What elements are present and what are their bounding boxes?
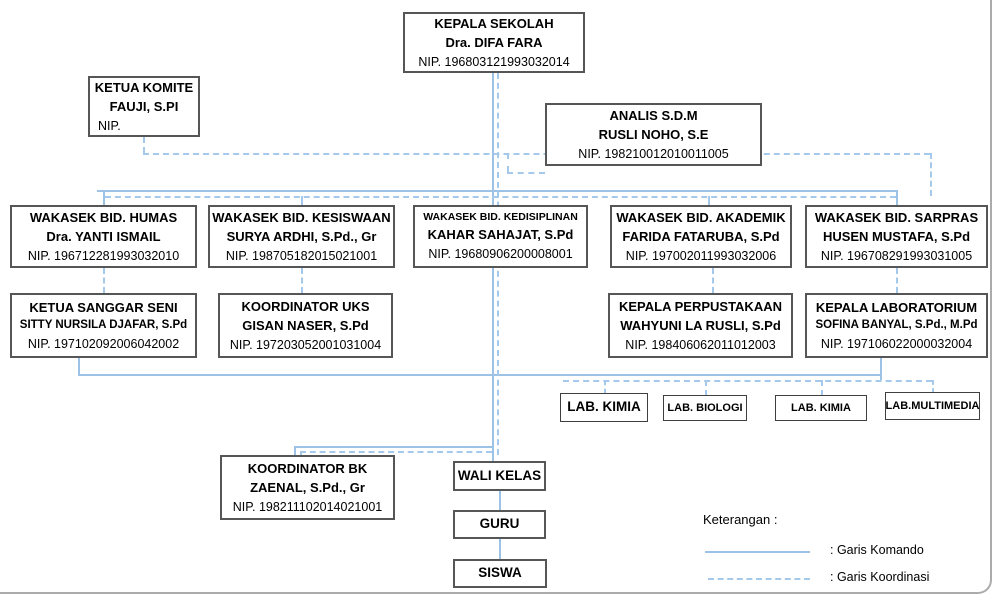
node-person-name: Dra. YANTI ISMAIL — [46, 229, 161, 245]
koordinasi-line — [708, 196, 710, 205]
node-person-name: SITTY NURSILA DJAFAR, S.Pd — [19, 319, 188, 332]
node-nip: NIP. 196803121993032014 — [418, 54, 570, 69]
node-title: WAKASEK BID. HUMAS — [29, 209, 178, 225]
node-lab-kimia-1: LAB. KIMIA — [560, 393, 648, 422]
komando-line — [896, 190, 898, 205]
node-kepala-laboratorium: KEPALA LABORATORIUM SOFINA BANYAL, S.Pd.… — [805, 293, 988, 358]
legend-koordinasi-line-swatch — [708, 578, 810, 580]
node-title: KETUA SANGGAR SENI — [29, 299, 178, 315]
koordinasi-line — [300, 451, 492, 453]
node-title: LAB.MULTIMEDIA — [885, 399, 980, 412]
node-person-name: FARIDA FATARUBA, S.Pd — [622, 229, 780, 245]
komando-line — [499, 539, 501, 559]
node-ketua-sanggar-seni: KETUA SANGGAR SENI SITTY NURSILA DJAFAR,… — [10, 293, 197, 358]
koordinasi-line — [105, 196, 896, 198]
koordinasi-line — [300, 451, 302, 456]
koordinasi-line — [507, 172, 545, 174]
node-koordinator-uks: KOORDINATOR UKS GISAN NASER, S.Pd NIP. 1… — [218, 293, 393, 358]
komando-line — [499, 491, 501, 510]
komando-line — [103, 190, 105, 205]
koordinasi-line — [896, 268, 898, 293]
node-nip: NIP. — [98, 118, 121, 133]
node-title: ANALIS S.D.M — [609, 107, 698, 123]
koordinasi-line — [604, 380, 606, 394]
node-title: KEPALA SEKOLAH — [434, 15, 554, 31]
node-siswa: SISWA — [453, 559, 547, 588]
komando-line — [880, 358, 882, 380]
node-kepala-perpustakaan: KEPALA PERPUSTAKAAN WAHYUNI LA RUSLI, S.… — [608, 293, 793, 358]
koordinasi-line — [930, 153, 932, 196]
node-nip: NIP. 198406062011012003 — [625, 337, 776, 352]
node-person-name: Dra. DIFA FARA — [445, 35, 543, 51]
node-person-name: WAHYUNI LA RUSLI, S.Pd — [620, 318, 781, 334]
node-person-name: FAUJI, S.PI — [109, 99, 179, 115]
node-kepala-sekolah: KEPALA SEKOLAH Dra. DIFA FARA NIP. 19680… — [403, 12, 585, 73]
node-title: KETUA KOMITE — [94, 79, 194, 95]
node-wali-kelas: WALI KELAS — [453, 461, 546, 491]
node-nip: NIP. 198211102014021001 — [232, 499, 383, 514]
legend-komando-line-swatch — [705, 551, 810, 553]
koordinasi-line — [143, 137, 145, 153]
node-person-name: SURYA ARDHI, S.Pd., Gr — [226, 229, 377, 245]
node-wakasek-kedisiplinan: WAKASEK BID. KEDISIPLINAN KAHAR SAHAJAT,… — [413, 205, 588, 268]
node-nip: NIP. 19680906200008001 — [428, 246, 573, 261]
legend-koordinasi-label: : Garis Koordinasi — [830, 570, 930, 584]
node-title: WAKASEK BID. KESISWAAN — [212, 209, 391, 225]
node-title: KOORDINATOR BK — [247, 460, 368, 476]
node-analis-sdm: ANALIS S.D.M RUSLI NOHO, S.E NIP. 198210… — [545, 103, 762, 166]
node-nip: NIP. 198705182015021001 — [225, 248, 378, 263]
node-title: LAB. KIMIA — [791, 401, 851, 414]
node-nip: NIP. 197002011993032006 — [625, 248, 777, 263]
node-ketua-komite: KETUA KOMITE FAUJI, S.PI NIP. — [88, 76, 200, 137]
node-title: KOORDINATOR UKS — [241, 298, 370, 314]
node-wakasek-kesiswaan: WAKASEK BID. KESISWAAN SURYA ARDHI, S.Pd… — [208, 205, 395, 268]
node-guru: GURU — [453, 510, 546, 539]
node-title: WAKASEK BID. AKADEMIK — [616, 209, 786, 225]
node-nip: NIP. 197106022000032004 — [820, 336, 973, 351]
node-person-name: HUSEN MUSTAFA, S.Pd — [822, 229, 971, 245]
node-person-name: RUSLI NOHO, S.E — [598, 127, 709, 143]
node-title: LAB. BIOLOGI — [667, 401, 743, 414]
node-person-name: SOFINA BANYAL, S.Pd., M.Pd — [815, 319, 978, 332]
node-nip: NIP. 197102092006042002 — [27, 336, 180, 351]
node-title: WALI KELAS — [457, 467, 542, 483]
koordinasi-line — [143, 153, 930, 155]
node-wakasek-humas: WAKASEK BID. HUMAS Dra. YANTI ISMAIL NIP… — [10, 205, 197, 268]
komando-line — [294, 446, 492, 448]
node-nip: NIP. 197203052001031004 — [229, 337, 382, 352]
node-lab-kimia-2: LAB. KIMIA — [775, 395, 867, 421]
koordinasi-line — [301, 268, 303, 293]
koordinasi-line — [301, 196, 303, 205]
node-person-name: KAHAR SAHAJAT, S.Pd — [427, 227, 574, 243]
legend-komando-label: : Garis Komando — [830, 543, 924, 557]
node-title: WAKASEK BID. KEDISIPLINAN — [423, 210, 578, 223]
node-title: WAKASEK BID. SARPRAS — [814, 209, 979, 225]
node-nip: NIP. 196708291993031005 — [820, 248, 973, 263]
node-title: SISWA — [478, 565, 522, 581]
node-nip: NIP. 196712281993032010 — [27, 248, 180, 263]
node-person-name: GISAN NASER, S.Pd — [242, 318, 369, 334]
node-wakasek-sarpras: WAKASEK BID. SARPRAS HUSEN MUSTAFA, S.Pd… — [805, 205, 988, 268]
node-lab-multimedia: LAB.MULTIMEDIA — [885, 392, 980, 420]
koordinasi-line — [821, 380, 823, 396]
komando-line — [78, 374, 880, 376]
node-title: KEPALA PERPUSTAKAAN — [619, 298, 782, 314]
koordinasi-line — [705, 380, 707, 396]
node-person-name: ZAENAL, S.Pd., Gr — [250, 480, 365, 496]
koordinasi-line — [712, 268, 714, 293]
legend-title: Keterangan : — [703, 512, 778, 527]
node-title: KEPALA LABORATORIUM — [815, 299, 978, 315]
node-wakasek-akademik: WAKASEK BID. AKADEMIK FARIDA FATARUBA, S… — [610, 205, 792, 268]
komando-line — [294, 446, 296, 455]
node-title: LAB. KIMIA — [567, 399, 641, 415]
node-title: GURU — [479, 516, 520, 532]
komando-line — [78, 358, 80, 374]
koordinasi-line — [932, 380, 934, 393]
koordinasi-line — [563, 380, 932, 382]
koordinasi-line — [103, 268, 105, 293]
node-lab-biologi: LAB. BIOLOGI — [663, 395, 747, 421]
node-koordinator-bk: KOORDINATOR BK ZAENAL, S.Pd., Gr NIP. 19… — [220, 455, 395, 520]
node-nip: NIP. 198210012010011005 — [578, 146, 729, 161]
koordinasi-line — [507, 153, 509, 172]
